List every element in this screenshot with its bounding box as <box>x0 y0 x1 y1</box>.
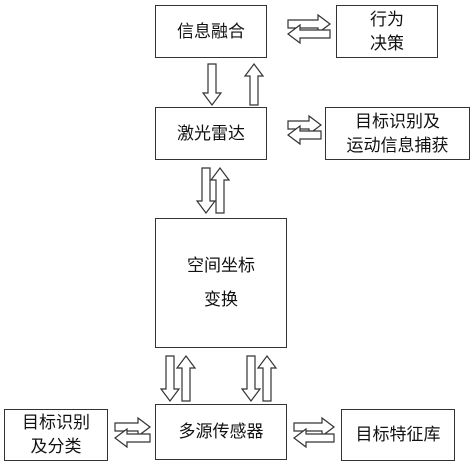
arrow-up-to-fusion <box>243 63 265 106</box>
arrow-to-classify <box>114 427 151 449</box>
node-multi-sensor: 多源传感器 <box>155 404 287 460</box>
arrow-to-tracking <box>287 114 322 136</box>
arrow-down-to-sensors-right <box>240 355 262 402</box>
arrow-up-to-transform-left <box>175 355 197 402</box>
arrow-to-fusion <box>287 23 331 45</box>
arrow-up-to-lidar <box>209 167 231 214</box>
arrow-to-sensors-from-features <box>293 427 335 449</box>
arrow-to-lidar <box>287 124 322 146</box>
arrow-down-to-transform <box>195 167 217 214</box>
arrow-up-to-transform-right <box>256 355 278 402</box>
node-info-fusion: 信息融合 <box>155 5 267 58</box>
node-coordinate-transform: 空间坐标 变换 <box>155 218 287 348</box>
node-feature-library: 目标特征库 <box>341 409 455 461</box>
arrow-to-features <box>293 416 335 438</box>
arrow-down-to-lidar <box>201 63 223 106</box>
node-lidar: 激光雷达 <box>155 107 267 160</box>
node-target-tracking: 目标识别及 运动信息捕获 <box>325 107 470 160</box>
arrow-down-to-sensors-left <box>159 355 181 402</box>
arrow-to-sensors <box>114 416 151 438</box>
node-target-classification: 目标识别 及分类 <box>4 409 108 461</box>
arrow-to-decision <box>287 13 331 35</box>
node-behavior-decision: 行为 决策 <box>336 5 438 58</box>
